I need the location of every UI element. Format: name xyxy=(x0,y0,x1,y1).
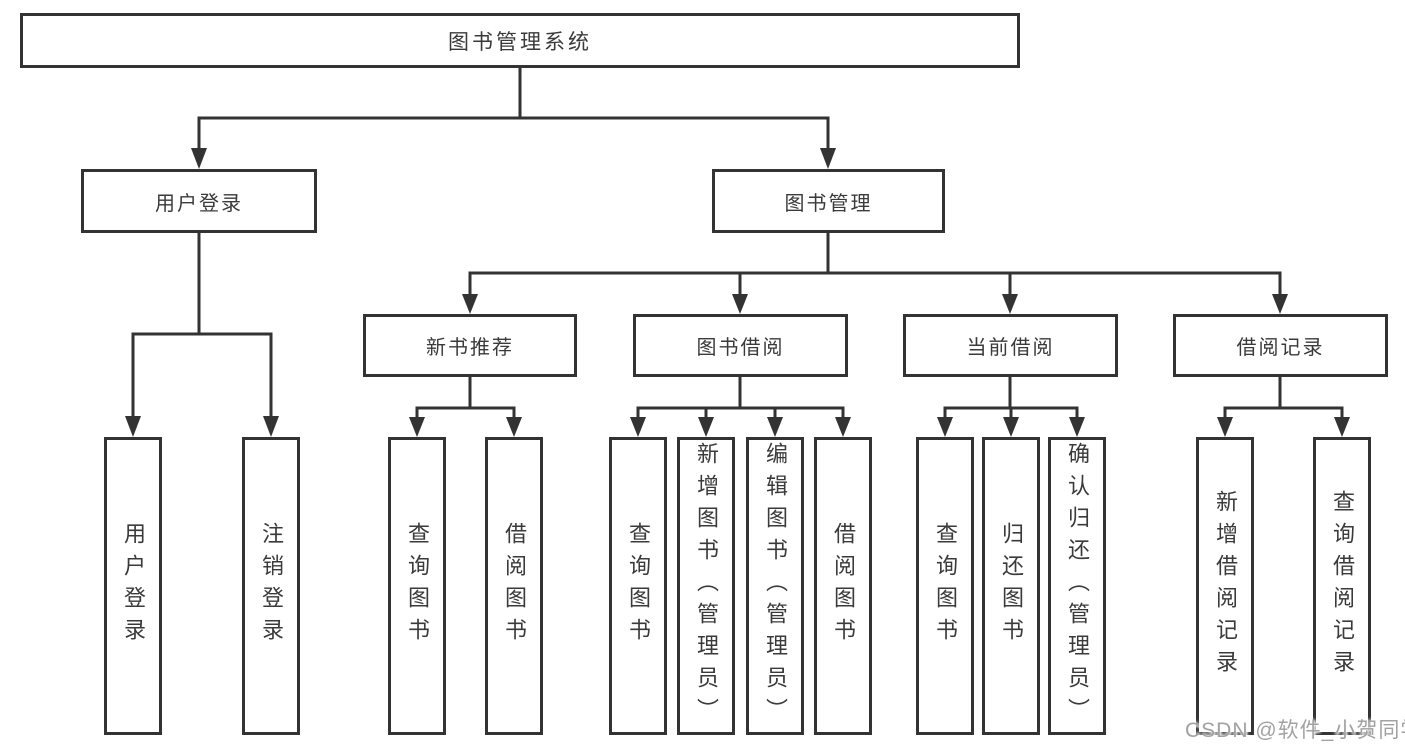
node-label: 确认归还（管理员） xyxy=(1065,442,1090,730)
node-label: 当前借阅 xyxy=(966,337,1055,359)
leaf-edit-books-admin: 编辑图书（管理员） xyxy=(746,437,804,735)
leaf-borrow-books-borrowing: 借阅图书 xyxy=(814,437,872,735)
leaf-query-books-borrowing: 查询图书 xyxy=(609,437,667,735)
leaf-add-borrow-record: 新增借阅记录 xyxy=(1196,437,1254,735)
node-label: 查询图书 xyxy=(933,522,958,650)
node-label: 借阅图书 xyxy=(831,522,856,650)
node-label: 新书推荐 xyxy=(426,337,514,359)
node-label: 用户登录 xyxy=(121,522,146,650)
node-label: 新增图书（管理员） xyxy=(694,442,719,730)
node-label: 新增借阅记录 xyxy=(1213,490,1238,682)
node-label: 用户登录 xyxy=(155,192,243,215)
node-label: 查询借阅记录 xyxy=(1330,490,1355,682)
node-label: 借阅图书 xyxy=(502,522,527,650)
leaf-borrow-books-recommend: 借阅图书 xyxy=(485,437,543,735)
node-borrowing-records: 借阅记录 xyxy=(1173,314,1388,377)
leaf-logout: 注销登录 xyxy=(242,437,300,735)
node-label: 借阅记录 xyxy=(1236,337,1325,359)
node-label: 注销登录 xyxy=(259,522,284,650)
leaf-user-login: 用户登录 xyxy=(104,437,162,735)
node-book-borrowing: 图书借阅 xyxy=(633,314,848,377)
node-user-login: 用户登录 xyxy=(81,169,317,233)
leaf-query-books-recommend: 查询图书 xyxy=(388,437,446,735)
node-current-borrowing: 当前借阅 xyxy=(903,314,1118,377)
node-label: 查询图书 xyxy=(405,522,430,650)
leaf-query-borrow-record: 查询借阅记录 xyxy=(1313,437,1371,735)
leaf-confirm-return-admin: 确认归还（管理员） xyxy=(1048,437,1106,735)
watermark-text: CSDN @软件_小贺同学 xyxy=(1185,719,1405,742)
node-new-book-recommendation: 新书推荐 xyxy=(363,314,577,377)
leaf-query-books-current: 查询图书 xyxy=(916,437,974,735)
node-label: 图书管理系统 xyxy=(448,30,592,54)
node-label: 编辑图书（管理员） xyxy=(763,442,788,730)
node-label: 归还图书 xyxy=(999,522,1024,650)
node-label: 图书借阅 xyxy=(696,337,785,359)
arrowheads xyxy=(125,148,1350,437)
leaf-add-books-admin: 新增图书（管理员） xyxy=(677,437,735,735)
leaf-return-books: 归还图书 xyxy=(982,437,1040,735)
node-library-management-system: 图书管理系统 xyxy=(20,13,1020,68)
node-label: 查询图书 xyxy=(626,522,651,650)
node-label: 图书管理 xyxy=(784,192,873,215)
node-book-management: 图书管理 xyxy=(712,169,945,233)
